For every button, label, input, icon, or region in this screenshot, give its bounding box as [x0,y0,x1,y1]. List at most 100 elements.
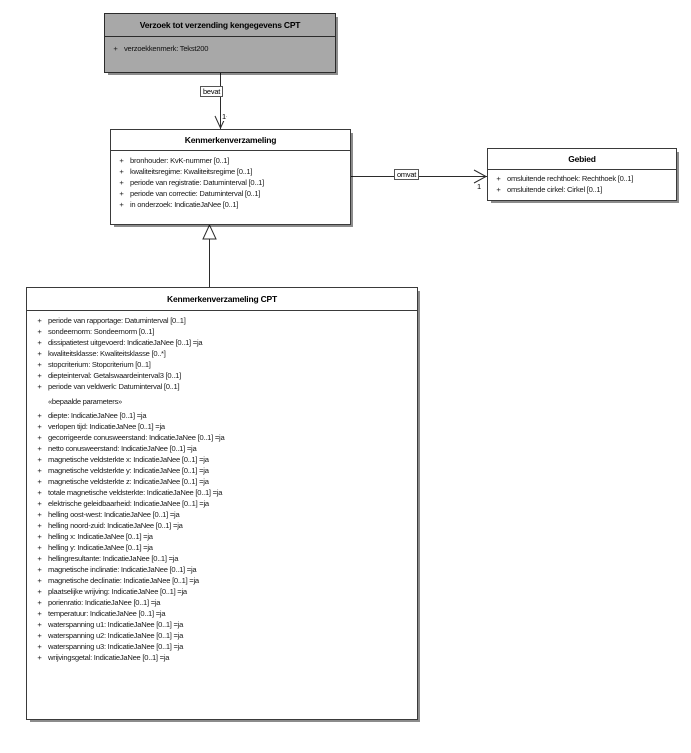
attribute-row: + waterspanning u3: IndicatieJaNee [0..1]… [31,641,415,652]
attribute-row: +plaatselijke wrijving: IndicatieJaNee [… [31,586,415,597]
attribute-row: +netto conusweerstand: IndicatieJaNee [0… [31,443,415,454]
attribute-row: +periode van rapportage: Datuminterval [… [31,315,415,326]
attribute-visibility: + [37,488,42,497]
attribute-visibility: + [37,327,42,336]
attribute-row: + omsluitende cirkel: Cirkel [0..1] [490,184,674,195]
attribute-visibility: + [37,631,42,640]
attribute-signature: waterspanning u2: IndicatieJaNee [0..1] … [48,631,184,640]
attribute-signature: stopcriterium: Stopcriterium [0..1] [48,360,151,369]
attribute-row: +helling x: IndicatieJaNee [0..1] =ja [31,531,415,542]
class-title-gebied: Gebied [488,149,676,170]
attribute-visibility: + [37,371,42,380]
attribute-row: + in onderzoek: IndicatieJaNee [0..1] [113,199,348,210]
attribute-visibility: + [119,189,124,198]
attribute-row: +diepte: IndicatieJaNee [0..1] =ja [31,410,415,421]
attribute-row: + periode van veldwerk: Datuminterval [0.… [31,381,415,392]
attribute-row: + verlopen tijd: IndicatieJaNee [0..1] =j… [31,421,415,432]
attribute-row: + totale magnetische veldsterkte: Indicat… [31,487,415,498]
attribute-visibility: + [37,642,42,651]
attribute-signature: waterspanning u1: IndicatieJaNee [0..1] … [48,620,184,629]
attribute-signature: porienratio: IndicatieJaNee [0..1] =ja [48,598,161,607]
attribute-signature: periode van registratie: Datuminterval [… [130,178,264,187]
attribute-row: + periode van correctie: Datuminterval [… [113,188,348,199]
attribute-visibility: + [37,338,42,347]
class-attributes-verzoek: + verzoekkenmerk: Tekst200 [105,37,335,58]
attribute-visibility: + [37,466,42,475]
attribute-signature: plaatselijke wrijving: IndicatieJaNee [0… [48,587,187,596]
attribute-row: + verzoekkenmerk: Tekst200 [107,43,333,54]
class-box-gebied[interactable]: Gebied + omsluitende rechthoek: Rechthoe… [487,148,677,201]
attribute-signature: elektrische geleidbaarheid: IndicatieJaN… [48,499,209,508]
attribute-signature: waterspanning u3: IndicatieJaNee [0..1] … [48,642,184,651]
attribute-visibility: + [37,576,42,585]
attribute-visibility: + [496,185,501,194]
attribute-visibility: + [37,360,42,369]
attribute-visibility: + [37,433,42,442]
attribute-signature: helling y: IndicatieJaNee [0..1] =ja [48,543,153,552]
attribute-signature: magnetische inclinatie: IndicatieJaNee [… [48,565,197,574]
attribute-visibility: + [37,382,42,391]
class-box-kenmerkenverzameling[interactable]: Kenmerkenverzameling + bronhouder: KvK-n… [110,129,351,225]
attribute-visibility: + [37,653,42,662]
attribute-visibility: + [119,178,124,187]
attribute-signature: wrijvingsgetal: IndicatieJaNee [0..1] =j… [48,653,170,662]
attribute-row: + gecorrigeerde conusweerstand: Indicatie… [31,432,415,443]
attribute-row: +hellingresultante: IndicatieJaNee [0..1… [31,553,415,564]
attribute-signature: helling oost-west: IndicatieJaNee [0..1]… [48,510,180,519]
attribute-signature: omsluitende rechthoek: Rechthoek [0..1] [507,174,634,183]
attribute-visibility: + [37,316,42,325]
attribute-signature: magnetische declinatie: IndicatieJaNee [… [48,576,199,585]
attribute-visibility: + [119,167,124,176]
attribute-row: + periode van registratie: Datuminterval… [113,177,348,188]
attribute-signature: diepteinterval: Getalswaardeinterval3 [0… [48,371,181,380]
attribute-visibility: + [37,444,42,453]
class-title-verzoek: Verzoek tot verzending kengegevens CPT [105,14,335,37]
attribute-signature: totale magnetische veldsterkte: Indicati… [48,488,223,497]
edge-label-bevat: bevat [200,86,224,97]
attribute-signature: magnetische veldsterkte z: IndicatieJaNe… [48,477,209,486]
edge-multiplicity-omvat-target: 1 [477,182,481,191]
attribute-visibility: + [37,455,42,464]
attribute-row: +magnetische veldsterkte y: IndicatieJaN… [31,465,415,476]
class-attributes-kenmerkenverzameling: + bronhouder: KvK-nummer [0..1] + kwalit… [111,151,350,214]
attribute-signature: kwaliteitsklasse: Kwaliteitsklasse [0..*… [48,349,166,358]
edge-label-omvat: omvat [394,169,420,180]
attribute-row: + dissipatietest uitgevoerd: IndicatieJaN… [31,337,415,348]
attribute-visibility: + [37,411,42,420]
attribute-row: + magnetische veldsterkte x: IndicatieJaN… [31,454,415,465]
class-attributes-gebied: + omsluitende rechthoek: Rechthoek [0..1… [488,170,676,199]
attribute-visibility: + [37,477,42,486]
attribute-signature: periode van veldwerk: Datuminterval [0..… [48,382,180,391]
attribute-signature: magnetische veldsterkte x: IndicatieJaNe… [48,455,209,464]
class-box-verzoek-tot-verzending-kengegevens-cpt[interactable]: Verzoek tot verzending kengegevens CPT +… [104,13,336,73]
attribute-row: + bronhouder: KvK-nummer [0..1] [113,155,348,166]
class-title-kenmerkenverzameling-cpt: Kenmerkenverzameling CPT [27,288,417,311]
attribute-signature: periode van correctie: Datuminterval [0.… [130,189,261,198]
attribute-visibility: + [113,44,118,53]
attribute-row: + waterspanning u2: IndicatieJaNee [0..1]… [31,630,415,641]
attribute-visibility: + [37,598,42,607]
class-box-kenmerkenverzameling-cpt[interactable]: Kenmerkenverzameling CPT +periode van ra… [26,287,418,720]
attribute-signature: temperatuur: IndicatieJaNee [0..1] =ja [48,609,166,618]
attribute-visibility: + [119,156,124,165]
attribute-signature: helling x: IndicatieJaNee [0..1] =ja [48,532,153,541]
attribute-stereotype-row: «bepaalde parameters» [31,392,415,410]
attribute-row: +kwaliteitsklasse: Kwaliteitsklasse [0..… [31,348,415,359]
attribute-visibility: + [37,422,42,431]
attribute-row: + magnetische veldsterkte z: IndicatieJaN… [31,476,415,487]
attribute-row: + helling y: IndicatieJaNee [0..1] =ja [31,542,415,553]
attribute-signature: dissipatietest uitgevoerd: IndicatieJaNe… [48,338,203,347]
attribute-visibility: + [37,565,42,574]
attribute-signature: gecorrigeerde conusweerstand: IndicatieJ… [48,433,225,442]
attribute-signature: sondeernorm: Sondeernorm [0..1] [48,327,155,336]
attribute-visibility: + [37,543,42,552]
attribute-signature: verlopen tijd: IndicatieJaNee [0..1] =ja [48,422,165,431]
attribute-visibility: + [119,200,124,209]
attribute-signature: «bepaalde parameters» [48,397,122,406]
attribute-visibility: + [37,510,42,519]
class-title-kenmerkenverzameling: Kenmerkenverzameling [111,130,350,151]
attribute-signature: in onderzoek: IndicatieJaNee [0..1] [130,200,239,209]
attribute-row: + magnetische declinatie: IndicatieJaNee … [31,575,415,586]
attribute-row: + omsluitende rechthoek: Rechthoek [0..1… [490,173,674,184]
